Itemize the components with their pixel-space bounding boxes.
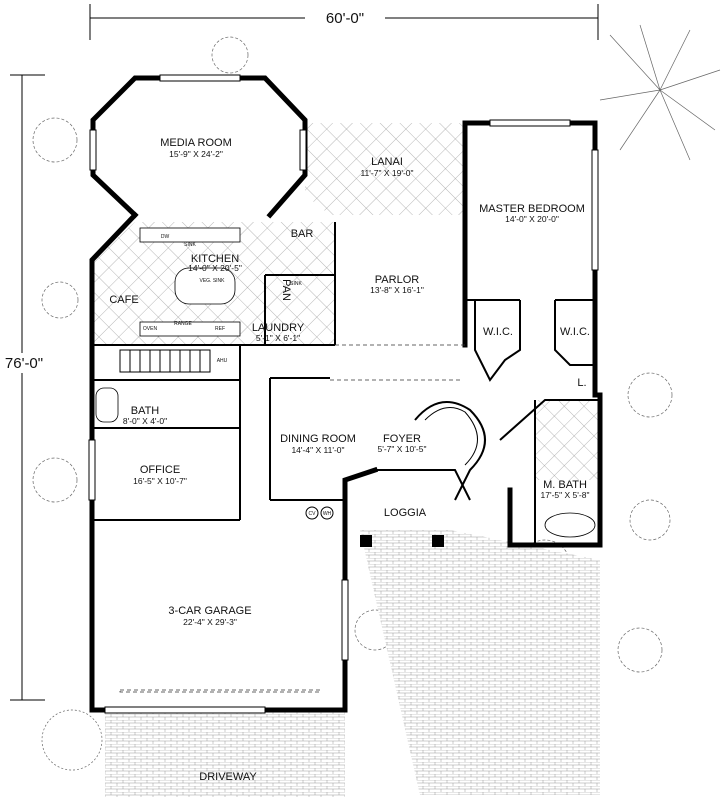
- media-room-size: 15'-9" X 24'-2": [169, 149, 223, 159]
- bath-name: BATH: [131, 405, 160, 417]
- garage-size: 22'-4" X 29'-3": [183, 617, 237, 627]
- media-room-name: MEDIA ROOM: [160, 137, 232, 149]
- windows: [88, 74, 599, 714]
- dining-room-name: DINING ROOM: [280, 433, 356, 445]
- foyer-size: 5'-7" X 10'-5": [378, 444, 427, 454]
- dw-label: DW: [161, 234, 170, 240]
- depth-dimension: 76'-0": [0, 74, 48, 701]
- wic-right-name: W.I.C.: [560, 326, 590, 338]
- interior-walls: [92, 222, 600, 545]
- lanai-size: 11'-7" X 19'-0": [360, 168, 413, 178]
- wh-label: WH: [323, 511, 332, 517]
- column: [360, 535, 372, 547]
- garage-name: 3-CAR GARAGE: [168, 605, 251, 617]
- master-bedroom-size: 14'-0" X 20'-0": [505, 214, 559, 224]
- office-name: OFFICE: [140, 464, 180, 476]
- walkway-paver: [360, 530, 600, 795]
- pan-name: PAN: [280, 279, 292, 301]
- mbath-floor: [535, 400, 600, 480]
- fixture-labels: DW SINK VEG. SINK OVEN RANGE REF AHU SIN…: [143, 234, 334, 520]
- kitchen-counter: [139, 227, 241, 243]
- wic-left-name: W.I.C.: [483, 326, 513, 338]
- m-bath-name: M. BATH: [543, 479, 587, 491]
- cv-label: CV: [309, 511, 317, 517]
- bar-name: BAR: [291, 228, 314, 240]
- laundry-sink-label: SINK: [290, 281, 302, 287]
- sink-label: SINK: [184, 242, 196, 248]
- m-bath-size: 17'-5" X 5'-8": [541, 490, 590, 500]
- parlor-size: 13'-8" X 16'-1": [370, 285, 424, 295]
- loggia-name: LOGGIA: [384, 507, 427, 519]
- bathtub: [95, 387, 119, 423]
- kitchen-counter-south: [139, 321, 241, 337]
- master-tub: [544, 512, 596, 538]
- kitchen-size: 14'-0" X 20'-5": [188, 263, 242, 273]
- palm-tree-icon: [599, 24, 721, 161]
- kitchen-name: KITCHEN: [191, 253, 239, 265]
- foyer-name: FOYER: [383, 433, 421, 445]
- staircase: [119, 349, 486, 501]
- office-size: 16'-5" X 10'-7": [133, 476, 187, 486]
- linen-name: L.: [577, 377, 586, 389]
- ahu-label: AHU: [217, 358, 228, 364]
- cafe-name: CAFE: [109, 294, 138, 306]
- lanai-floor: [305, 123, 465, 215]
- dining-room-size: 14'-4" X 11'-0": [291, 445, 344, 455]
- ref-label: REF: [215, 326, 225, 332]
- parlor-name: PARLOR: [375, 274, 419, 286]
- lanai-name: LANAI: [371, 156, 403, 168]
- width-label: 60'-0": [326, 10, 364, 27]
- laundry-name: LAUNDRY: [252, 322, 305, 334]
- laundry-size: 5'-1" X 6'-1": [256, 333, 300, 343]
- room-labels: MEDIA ROOM 15'-9" X 24'-2" LANAI 11'-7" …: [109, 137, 590, 783]
- driveway-name: DRIVEWAY: [199, 771, 257, 783]
- column: [432, 535, 444, 547]
- width-dimension: 60'-0": [89, 4, 599, 40]
- depth-label: 76'-0": [5, 355, 43, 372]
- master-bedroom-name: MASTER BEDROOM: [479, 203, 585, 215]
- range-label: RANGE: [174, 321, 192, 327]
- bath-size: 8'-0" X 4'-0": [123, 416, 167, 426]
- veg-sink-label: VEG. SINK: [199, 278, 225, 284]
- oven-label: OVEN: [143, 326, 158, 332]
- kitchen-island: [174, 267, 236, 305]
- garage-door-line: [119, 689, 321, 693]
- driveway-paver: [105, 710, 345, 797]
